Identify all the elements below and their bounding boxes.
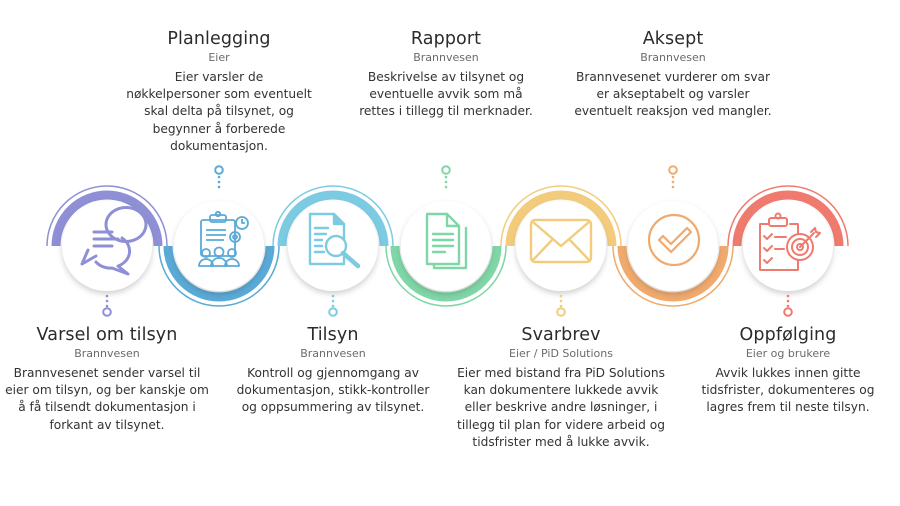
step-title: Rapport xyxy=(410,29,482,49)
chat-bubbles-icon xyxy=(80,206,148,276)
step-description: Brannvesenet sender varsel til eier om t… xyxy=(5,366,209,432)
step-title: Oppfølging xyxy=(739,325,837,345)
step-6-text: Aksept Brannvesen Brannvesenet vurderer … xyxy=(558,28,788,121)
step-title: Planlegging xyxy=(167,29,271,49)
step-owner: Eier / PiD Solutions xyxy=(509,347,613,360)
step-5-text: Svarbrev Eier / PiD Solutions Eier med b… xyxy=(446,324,676,451)
step-6-pin xyxy=(668,165,678,189)
step-1-pin xyxy=(102,294,112,317)
step-1-text: Varsel om tilsyn Brannvesen Brannvesenet… xyxy=(0,324,222,434)
step-title: Varsel om tilsyn xyxy=(36,325,178,345)
step-2-arc xyxy=(158,245,280,307)
step-3-pin xyxy=(328,294,338,317)
step-description: Eier med bistand fra PiD Solutions kan d… xyxy=(457,366,665,449)
step-description: Kontroll og gjennomgang av dokumentasjon… xyxy=(236,366,430,415)
step-owner: Brannvesen xyxy=(640,51,706,64)
step-4-pin xyxy=(441,165,451,189)
step-3-text: Tilsyn Brannvesen Kontroll og gjennomgan… xyxy=(218,324,448,417)
document-search-icon xyxy=(308,212,361,269)
step-6-circle xyxy=(628,201,718,291)
step-description: Brannvesenet vurderer om svar er aksepta… xyxy=(574,70,772,119)
step-owner: Brannvesen xyxy=(74,347,140,360)
step-4-text: Rapport Brannvesen Beskrivelse av tilsyn… xyxy=(331,28,561,121)
step-7-text: Oppfølging Eier og brukere Avvik lukkes … xyxy=(673,324,900,417)
step-description: Avvik lukkes innen gitte tidsfrister, do… xyxy=(701,366,875,415)
step-3-arc xyxy=(272,185,394,247)
step-owner: Eier xyxy=(208,51,230,64)
step-title: Tilsyn xyxy=(307,325,359,345)
step-owner: Brannvesen xyxy=(300,347,366,360)
step-7-pin xyxy=(783,294,793,317)
step-4-arc xyxy=(385,245,507,307)
step-1-arc xyxy=(46,185,168,247)
step-2-pin xyxy=(214,165,224,189)
documents-icon xyxy=(425,212,468,270)
step-owner: Brannvesen xyxy=(413,51,479,64)
clipboard-target-icon xyxy=(759,212,821,271)
step-6-arc xyxy=(612,245,734,307)
step-5-arc xyxy=(500,185,622,247)
step-description: Eier varsler de nøkkelpersoner som event… xyxy=(126,70,312,153)
step-title: Aksept xyxy=(642,29,704,49)
envelope-icon xyxy=(529,218,593,264)
check-circle-icon xyxy=(647,213,701,267)
clipboard-team-icon xyxy=(198,210,249,267)
step-7-arc xyxy=(727,185,849,247)
step-owner: Eier og brukere xyxy=(745,347,831,360)
step-2-text: Planlegging Eier Eier varsler de nøkkelp… xyxy=(104,28,334,155)
step-5-pin xyxy=(556,294,566,317)
step-description: Beskrivelse av tilsynet og eventuelle av… xyxy=(359,70,533,119)
step-title: Svarbrev xyxy=(521,325,601,345)
